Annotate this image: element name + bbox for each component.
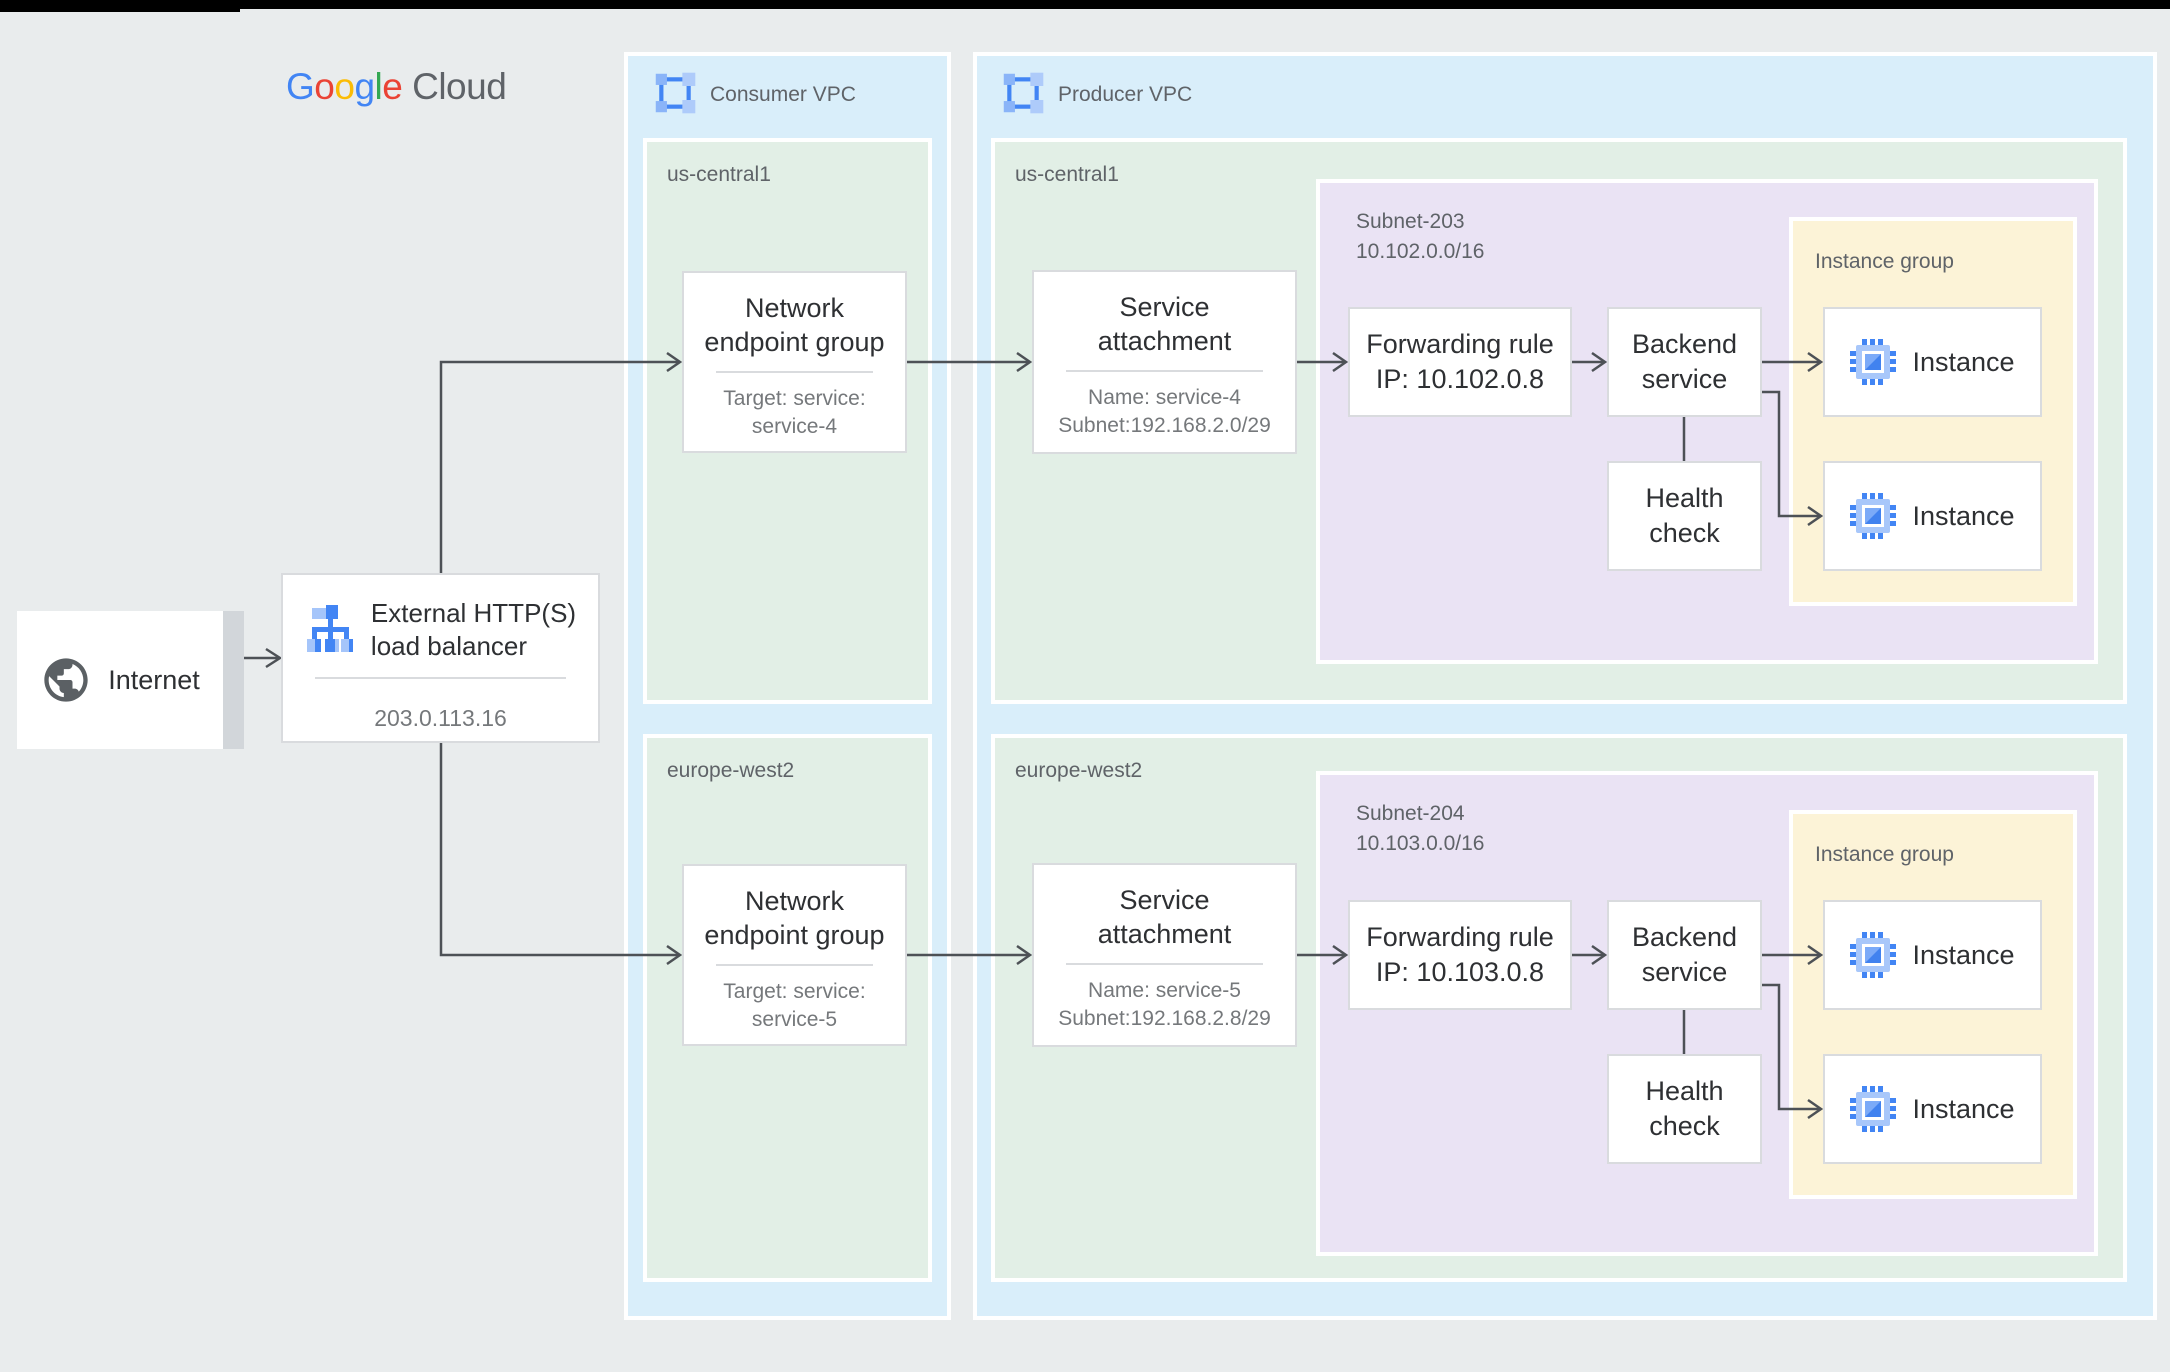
region-label: us-central1	[1015, 163, 1119, 186]
instance-group-label: Instance group	[1815, 250, 1954, 273]
load-balancer-ip: 203.0.113.16	[374, 705, 507, 731]
backend-service-line1: Backend	[1631, 329, 1738, 359]
load-balancer-title-line2: load balancer	[370, 631, 528, 661]
neg-title-line1: Network	[744, 886, 845, 916]
compute-instance-icon	[1850, 1086, 1897, 1132]
service-attachment-card: Service attachment Name: service-4 Subne…	[1032, 270, 1297, 454]
neg-title-line2: endpoint group	[704, 327, 885, 357]
vpc-icon	[655, 72, 696, 114]
health-check-line2: check	[1649, 518, 1720, 548]
instance-label: Instance	[1912, 346, 2015, 377]
attachment-title-line2: attachment	[1097, 326, 1232, 356]
region-label: europe-west2	[667, 759, 795, 782]
producer-vpc-label: Producer VPC	[1058, 83, 1193, 106]
backend-service-card: Backend service	[1607, 307, 1762, 417]
network-endpoint-group-card: Network endpoint group Target: service: …	[682, 864, 907, 1046]
neg-title-line2: endpoint group	[704, 920, 885, 950]
network-endpoint-group-card: Network endpoint group Target: service: …	[682, 271, 907, 453]
logo-letter: G	[286, 66, 315, 107]
logo-letter: o	[314, 66, 335, 107]
region-label: europe-west2	[1015, 759, 1143, 782]
consumer-vpc-label: Consumer VPC	[710, 83, 856, 106]
instance-group-label: Instance group	[1815, 843, 1954, 866]
health-check-line2: check	[1649, 1111, 1720, 1141]
attachment-title-line2: attachment	[1097, 919, 1232, 949]
instance-label: Instance	[1912, 939, 2015, 970]
forwarding-rule-ip: IP: 10.103.0.8	[1375, 957, 1545, 987]
divider	[716, 964, 873, 966]
subnet-name: Subnet-203	[1356, 210, 1465, 233]
logo-letter: e	[382, 66, 403, 107]
subnet-label: Subnet-204 10.103.0.0/16	[1356, 799, 1484, 859]
google-cloud-logo: Google Cloud	[286, 66, 507, 108]
load-balancer-title-line1: External HTTP(S)	[370, 598, 577, 628]
region-label: us-central1	[667, 163, 771, 186]
attachment-name: Name: service-4	[1088, 386, 1241, 409]
health-check-line1: Health	[1645, 1076, 1724, 1106]
subnet-label: Subnet-203 10.102.0.0/16	[1356, 207, 1484, 267]
health-check-card: Health check	[1607, 1054, 1762, 1164]
instance-label: Instance	[1912, 1093, 2015, 1124]
divider	[716, 371, 873, 373]
attachment-subnet: Subnet:192.168.2.8/29	[1058, 1007, 1271, 1030]
health-check-line1: Health	[1645, 483, 1724, 513]
logo-cloud-text: Cloud	[412, 66, 507, 107]
instance-card: Instance	[1823, 461, 2042, 571]
load-balancer-card: External HTTP(S) load balancer 203.0.113…	[281, 573, 600, 743]
backend-service-line2: service	[1641, 957, 1728, 987]
forwarding-rule-ip: IP: 10.102.0.8	[1375, 364, 1545, 394]
logo-letter: g	[354, 66, 375, 107]
backend-service-line1: Backend	[1631, 922, 1738, 952]
backend-service-card: Backend service	[1607, 900, 1762, 1010]
instance-card: Instance	[1823, 900, 2042, 1010]
internet-node: Internet	[17, 611, 223, 749]
subnet-cidr: 10.103.0.0/16	[1356, 832, 1485, 855]
health-check-card: Health check	[1607, 461, 1762, 571]
neg-target-line1: Target: service:	[723, 387, 866, 410]
forwarding-rule-label: Forwarding rule	[1366, 922, 1554, 952]
service-attachment-card: Service attachment Name: service-5 Subne…	[1032, 863, 1297, 1047]
divider	[315, 677, 566, 679]
instance-card: Instance	[1823, 307, 2042, 417]
vpc-icon	[1003, 72, 1044, 114]
neg-title-line1: Network	[744, 293, 845, 323]
neg-target-line2: service-4	[751, 415, 838, 438]
internet-label: Internet	[108, 664, 200, 695]
attachment-title-line1: Service	[1119, 292, 1210, 322]
forwarding-rule-label: Forwarding rule	[1366, 329, 1554, 359]
divider	[1066, 963, 1263, 965]
compute-instance-icon	[1850, 932, 1897, 978]
globe-icon	[44, 658, 88, 702]
attachment-name: Name: service-5	[1088, 979, 1241, 1002]
logo-letter: o	[334, 66, 355, 107]
top-left-bar	[0, 0, 240, 12]
divider	[1066, 370, 1263, 372]
load-balancer-icon	[306, 605, 353, 652]
attachment-subnet: Subnet:192.168.2.0/29	[1058, 414, 1271, 437]
compute-instance-icon	[1850, 493, 1897, 539]
neg-target-line1: Target: service:	[723, 980, 866, 1003]
top-edge-bar	[0, 0, 2170, 9]
attachment-title-line1: Service	[1119, 885, 1210, 915]
subnet-name: Subnet-204	[1356, 802, 1465, 825]
subnet-cidr: 10.102.0.0/16	[1356, 240, 1485, 263]
instance-card: Instance	[1823, 1054, 2042, 1164]
instance-label: Instance	[1912, 500, 2015, 531]
forwarding-rule-card: Forwarding rule IP: 10.103.0.8	[1348, 900, 1572, 1010]
forwarding-rule-card: Forwarding rule IP: 10.102.0.8	[1348, 307, 1572, 417]
backend-service-line2: service	[1641, 364, 1728, 394]
logo-letter: l	[374, 66, 383, 107]
compute-instance-icon	[1850, 339, 1897, 385]
neg-target-line2: service-5	[751, 1008, 838, 1031]
